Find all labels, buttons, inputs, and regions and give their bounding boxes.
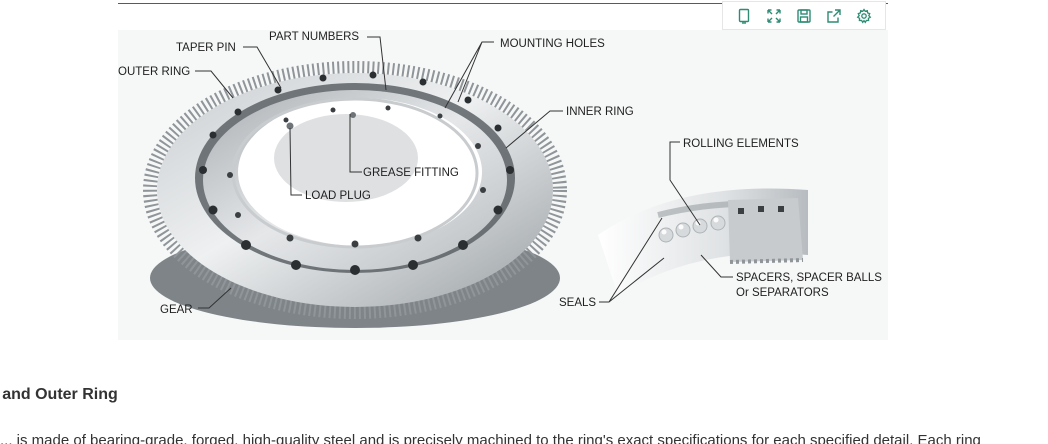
- settings-button[interactable]: [854, 6, 874, 26]
- save-icon: [797, 8, 811, 23]
- label-rolling-elements: ROLLING ELEMENTS: [683, 138, 799, 150]
- label-spacers-line2: Or SEPARATORS: [736, 287, 829, 299]
- fullscreen-icon: [767, 8, 781, 23]
- share-button[interactable]: [824, 6, 844, 26]
- label-taper-pin: TAPER PIN: [176, 42, 236, 54]
- section-paragraph: ... is made of bearing-grade, forged, hi…: [0, 432, 981, 444]
- copy-page-button[interactable]: [734, 6, 754, 26]
- save-button[interactable]: [794, 6, 814, 26]
- label-seals: SEALS: [559, 297, 596, 309]
- label-outer-ring: OUTER RING: [118, 66, 190, 78]
- label-gear: GEAR: [160, 304, 193, 316]
- share-icon: [827, 8, 841, 23]
- image-toolbar: [722, 1, 886, 30]
- label-spacers-line1: SPACERS, SPACER BALLS: [736, 272, 882, 284]
- section-heading: g and Outer Ring: [0, 386, 118, 403]
- bearing-ring-illustration: [143, 61, 567, 328]
- fullscreen-button[interactable]: [764, 6, 784, 26]
- label-mounting-holes: MOUNTING HOLES: [500, 38, 605, 50]
- settings-icon: [856, 7, 872, 23]
- label-grease-fitting: GREASE FITTING: [363, 167, 459, 179]
- label-part-numbers: PART NUMBERS: [269, 31, 359, 43]
- label-inner-ring: INNER RING: [566, 106, 634, 118]
- slewing-bearing-diagram: PART NUMBERS TAPER PIN OUTER RING MOUNTI…: [118, 30, 888, 340]
- top-rule: [118, 3, 888, 4]
- label-load-plug: LOAD PLUG: [305, 190, 371, 202]
- copy-page-icon: [738, 8, 750, 24]
